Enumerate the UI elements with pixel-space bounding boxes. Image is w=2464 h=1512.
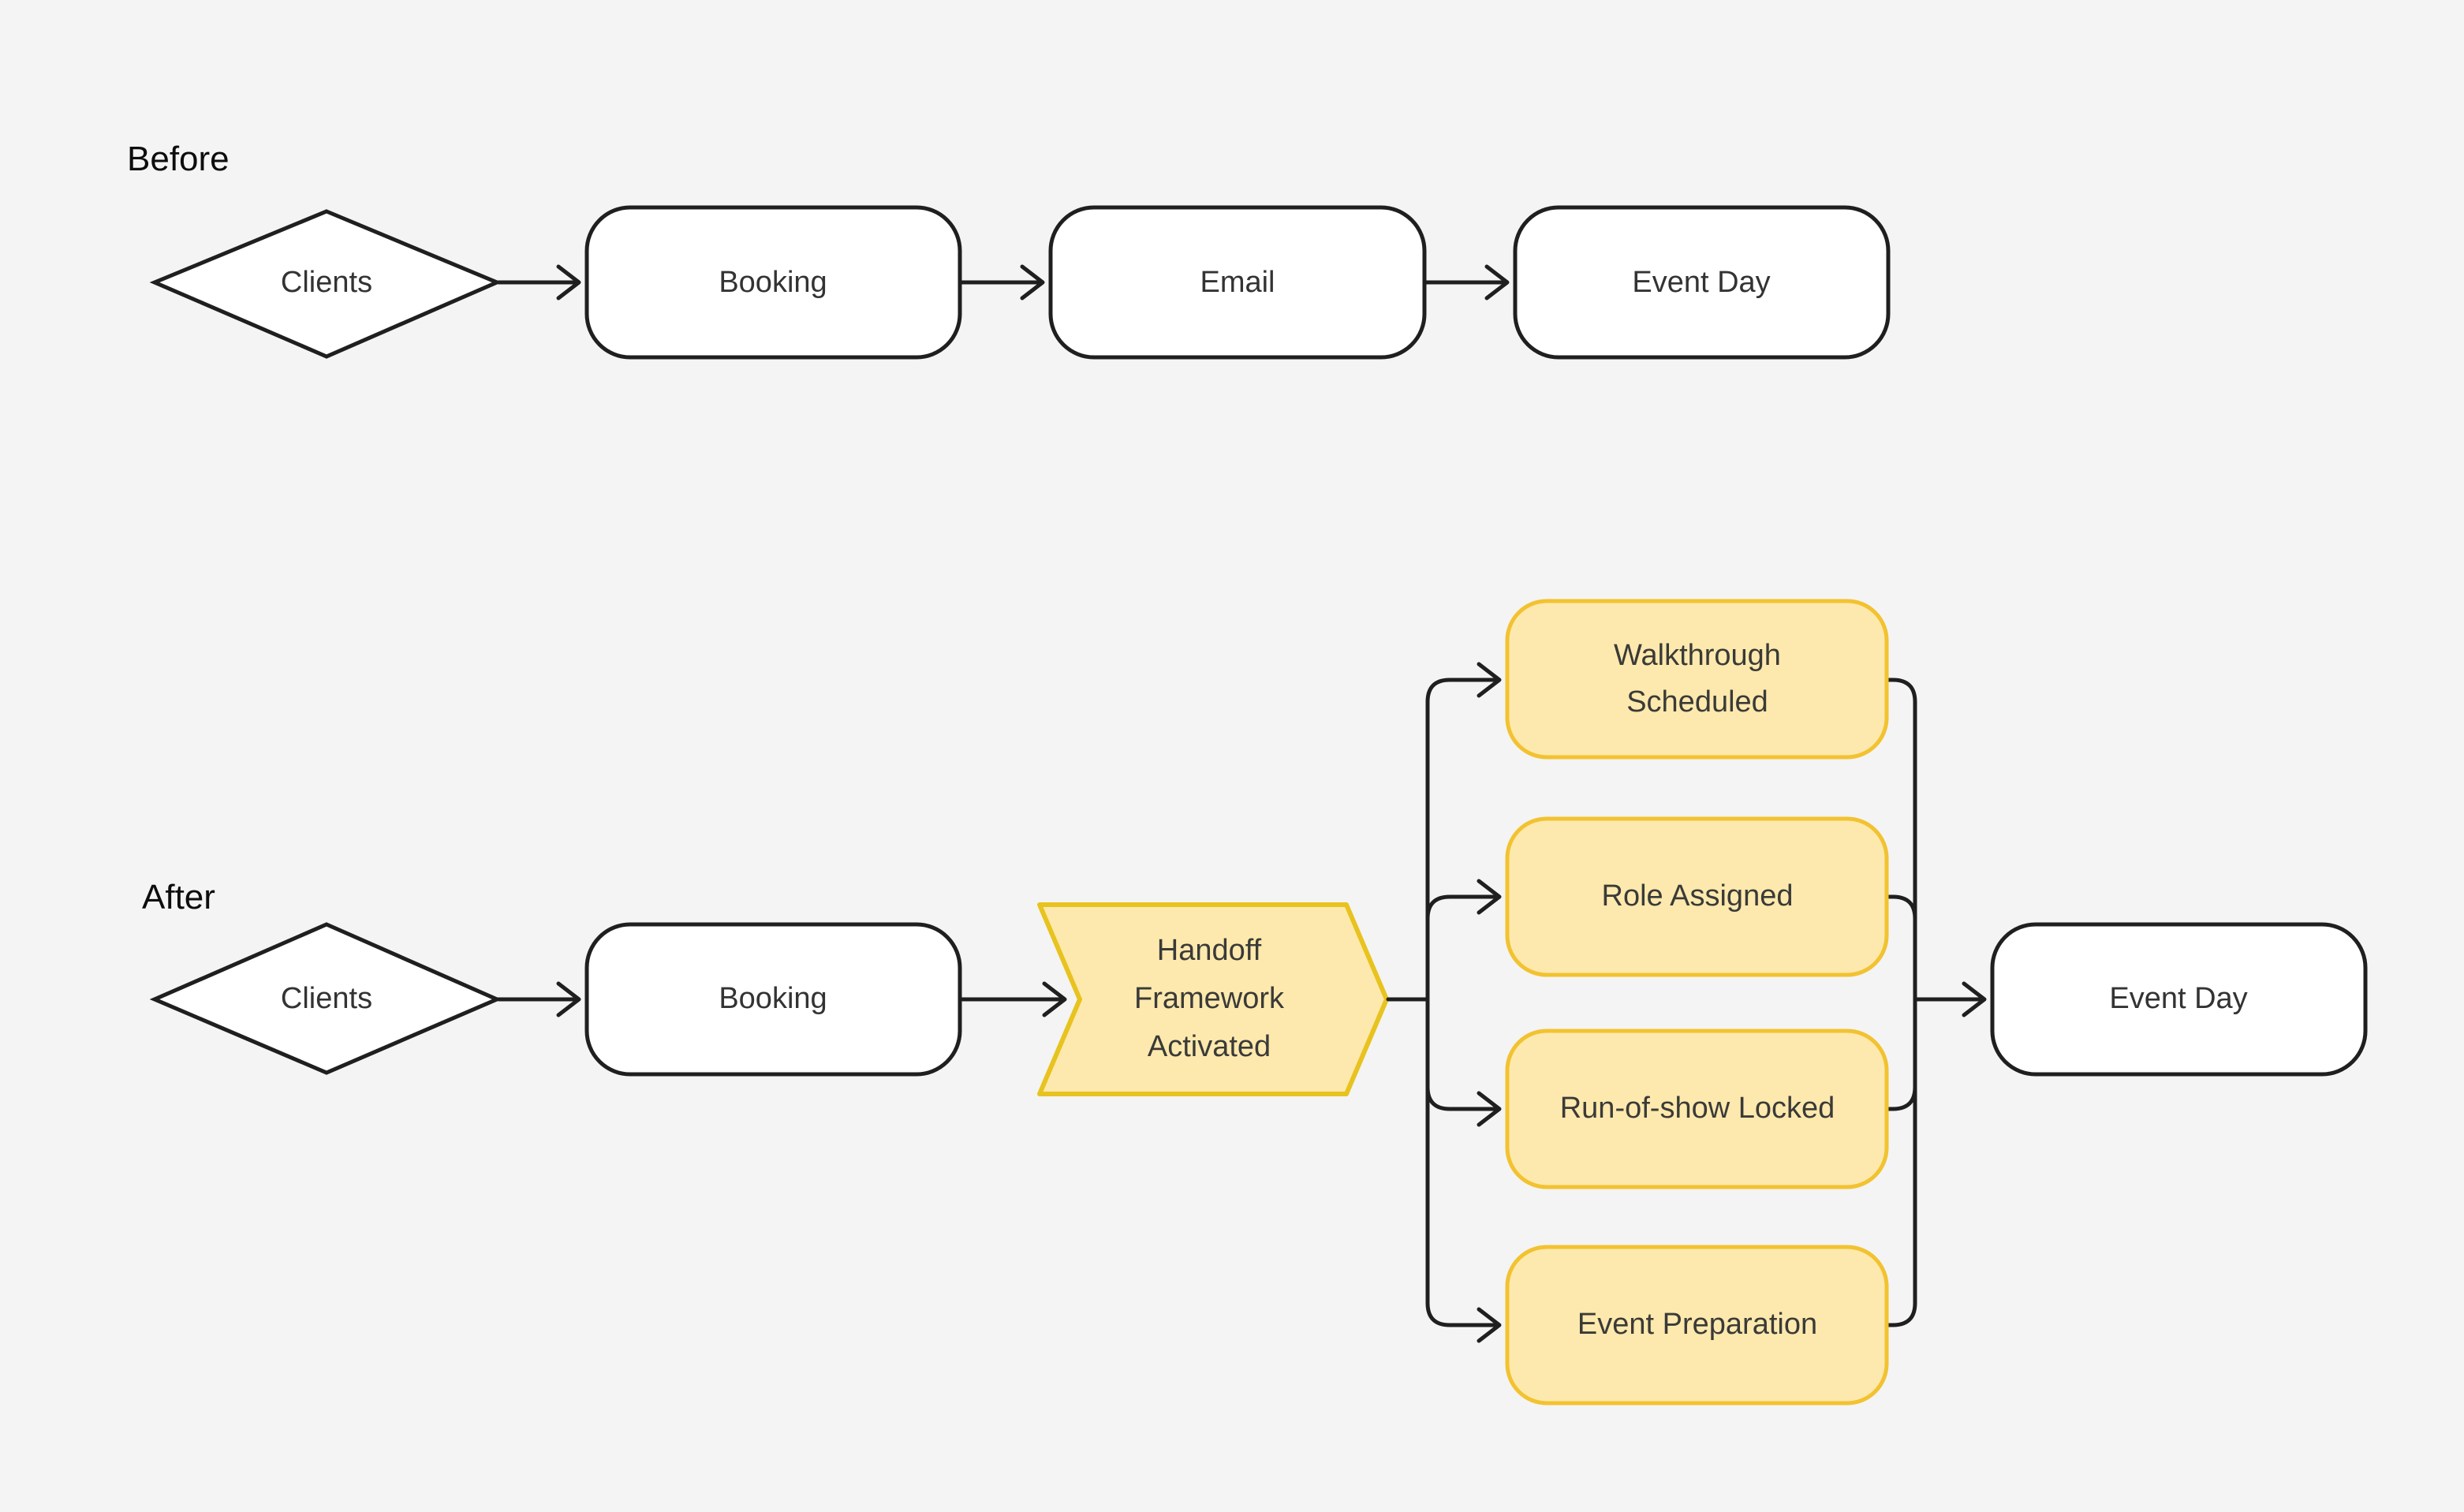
before-email-label: Email: [1200, 266, 1275, 299]
arrowhead-icon: [1484, 264, 1510, 301]
after-node-handoff-chevron[interactable]: Handoff Framework Activated: [1037, 902, 1389, 1096]
before-booking-label: Booking: [719, 266, 827, 299]
before-node-event-day[interactable]: Event Day: [1513, 205, 1891, 360]
merge-line-eventprep: [1884, 997, 1917, 1327]
after-edge-booking-handoff: [959, 981, 1067, 1017]
arrowhead-icon: [1477, 662, 1502, 698]
before-edge-clients-booking: [496, 264, 581, 301]
arrowhead-icon: [556, 264, 581, 301]
chevron-shape: [1037, 902, 1389, 1096]
branch-line-eventprep: [1425, 997, 1497, 1327]
after-node-booking[interactable]: Booking: [584, 922, 962, 1077]
after-node-event-preparation[interactable]: Event Preparation: [1505, 1245, 1889, 1406]
rounded-rect-shape: [1505, 599, 1889, 760]
rounded-rect-shape: [1505, 816, 1889, 977]
arrowhead-icon: [1477, 879, 1502, 915]
after-event-preparation-label: Event Preparation: [1577, 1308, 1817, 1341]
before-node-booking[interactable]: Booking: [584, 205, 962, 360]
after-node-walkthrough[interactable]: Walkthrough Scheduled: [1505, 599, 1889, 760]
after-handoff-label-line-3: Activated: [1148, 1030, 1271, 1063]
after-handoff-label-line-1: Handoff: [1157, 934, 1262, 967]
after-run-of-show-label: Run-of-show Locked: [1560, 1092, 1835, 1125]
branch-line-runofshow: [1425, 997, 1497, 1111]
after-node-clients[interactable]: Clients: [149, 922, 502, 1075]
arrowhead-icon: [1042, 981, 1067, 1017]
diamond-shape: [149, 922, 502, 1075]
rounded-rect-shape: [1990, 922, 2368, 1077]
diamond-shape: [149, 209, 502, 359]
after-booking-label: Booking: [719, 982, 827, 1015]
after-node-role-assigned[interactable]: Role Assigned: [1505, 816, 1889, 977]
branch-line-walkthrough: [1425, 678, 1497, 1002]
merge-line-role: [1884, 894, 1917, 1002]
arrowhead-icon: [556, 981, 581, 1017]
merge-line-runofshow: [1884, 997, 1917, 1111]
after-event-day-label: Event Day: [2109, 982, 2247, 1015]
after-handoff-label-line-2: Framework: [1134, 982, 1285, 1015]
merge-line-walkthrough: [1884, 678, 1917, 1002]
after-edge-clients-booking: [496, 981, 581, 1017]
after-walkthrough-label-line-2: Scheduled: [1626, 685, 1768, 719]
after-walkthrough-label-line-1: Walkthrough: [1614, 639, 1781, 672]
after-section: After Clients Booking: [142, 599, 2368, 1406]
arrowhead-icon: [1020, 264, 1045, 301]
rounded-rect-shape: [1513, 205, 1891, 360]
before-node-email[interactable]: Email: [1048, 205, 1427, 360]
arrowhead-icon: [1477, 1307, 1502, 1343]
before-event-day-label: Event Day: [1632, 266, 1770, 299]
rounded-rect-shape: [1505, 1245, 1889, 1406]
after-section-label: After: [142, 878, 215, 917]
rounded-rect-shape: [1505, 1029, 1889, 1189]
arrowhead-icon: [1962, 981, 1987, 1017]
arrowhead-icon: [1477, 1091, 1502, 1127]
before-node-clients[interactable]: Clients: [149, 209, 502, 359]
after-role-assigned-label: Role Assigned: [1602, 879, 1794, 913]
branch-line-role: [1425, 894, 1497, 1002]
before-section-label: Before: [127, 140, 230, 178]
before-edge-email-eventday: [1424, 264, 1510, 301]
after-merge-connectors: [1884, 678, 1987, 1327]
before-edge-booking-email: [959, 264, 1045, 301]
after-branch-connectors: [1386, 662, 1502, 1343]
after-node-run-of-show[interactable]: Run-of-show Locked: [1505, 1029, 1889, 1189]
before-clients-label: Clients: [281, 266, 372, 299]
before-section: Before Clients Booking: [127, 140, 1891, 360]
after-clients-label: Clients: [281, 982, 372, 1015]
after-node-event-day[interactable]: Event Day: [1990, 922, 2368, 1077]
